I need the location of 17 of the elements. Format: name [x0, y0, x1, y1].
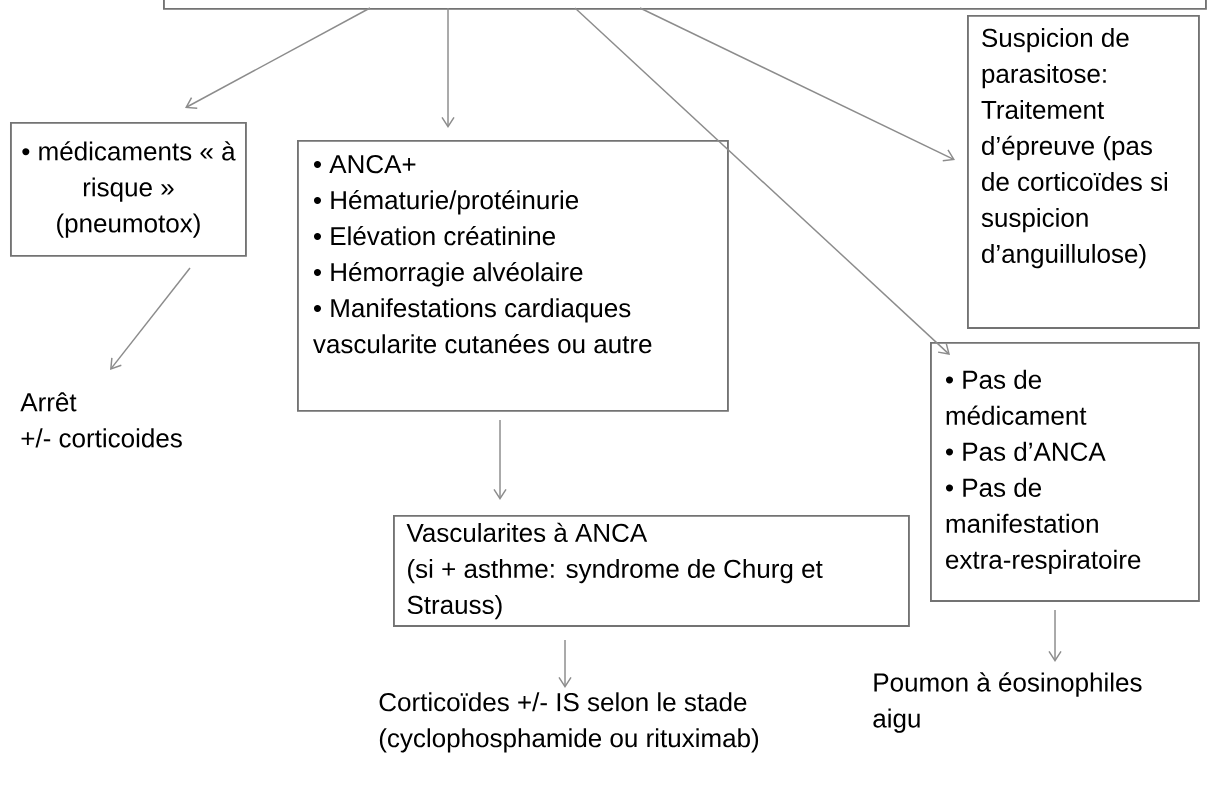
process-box: • Pas de médicament • Pas d’ANCA • Pas de manifestation extra-respiratoire [930, 342, 1200, 602]
process-box: • médicaments « à risque » (pneumotox) [10, 122, 247, 257]
arrow [185, 7, 371, 109]
arrow [1048, 609, 1062, 662]
arrow [493, 419, 507, 500]
arrow [574, 7, 950, 355]
arrow [441, 7, 455, 128]
process-box: Suspicion de parasitose: Traitement d’épreuve (pas de corticoïdes si suspicion d’anguillulose) [967, 15, 1200, 329]
process-box [163, 0, 1207, 10]
process-box: • ANCA+ • Hématurie/protéinurie • Elévation créatinine • Hémorragie alvéolaire • Manifestations cardiaques vascularite cutanées ou autre [297, 140, 729, 412]
arrow [558, 639, 572, 688]
note-text: Corticoïdes +/- IS selon le stade (cyclophosphamide ou rituximab) [379, 692, 759, 753]
arrow [639, 7, 955, 162]
process-box: Vascularites à ANCA (si + asthme: syndrome de Churg et Strauss) [393, 515, 910, 627]
note-text: Poumon à éosinophiles aigu [873, 672, 1142, 733]
note-text: Arrêt +/- corticoides [20, 392, 182, 448]
arrow [110, 267, 191, 370]
